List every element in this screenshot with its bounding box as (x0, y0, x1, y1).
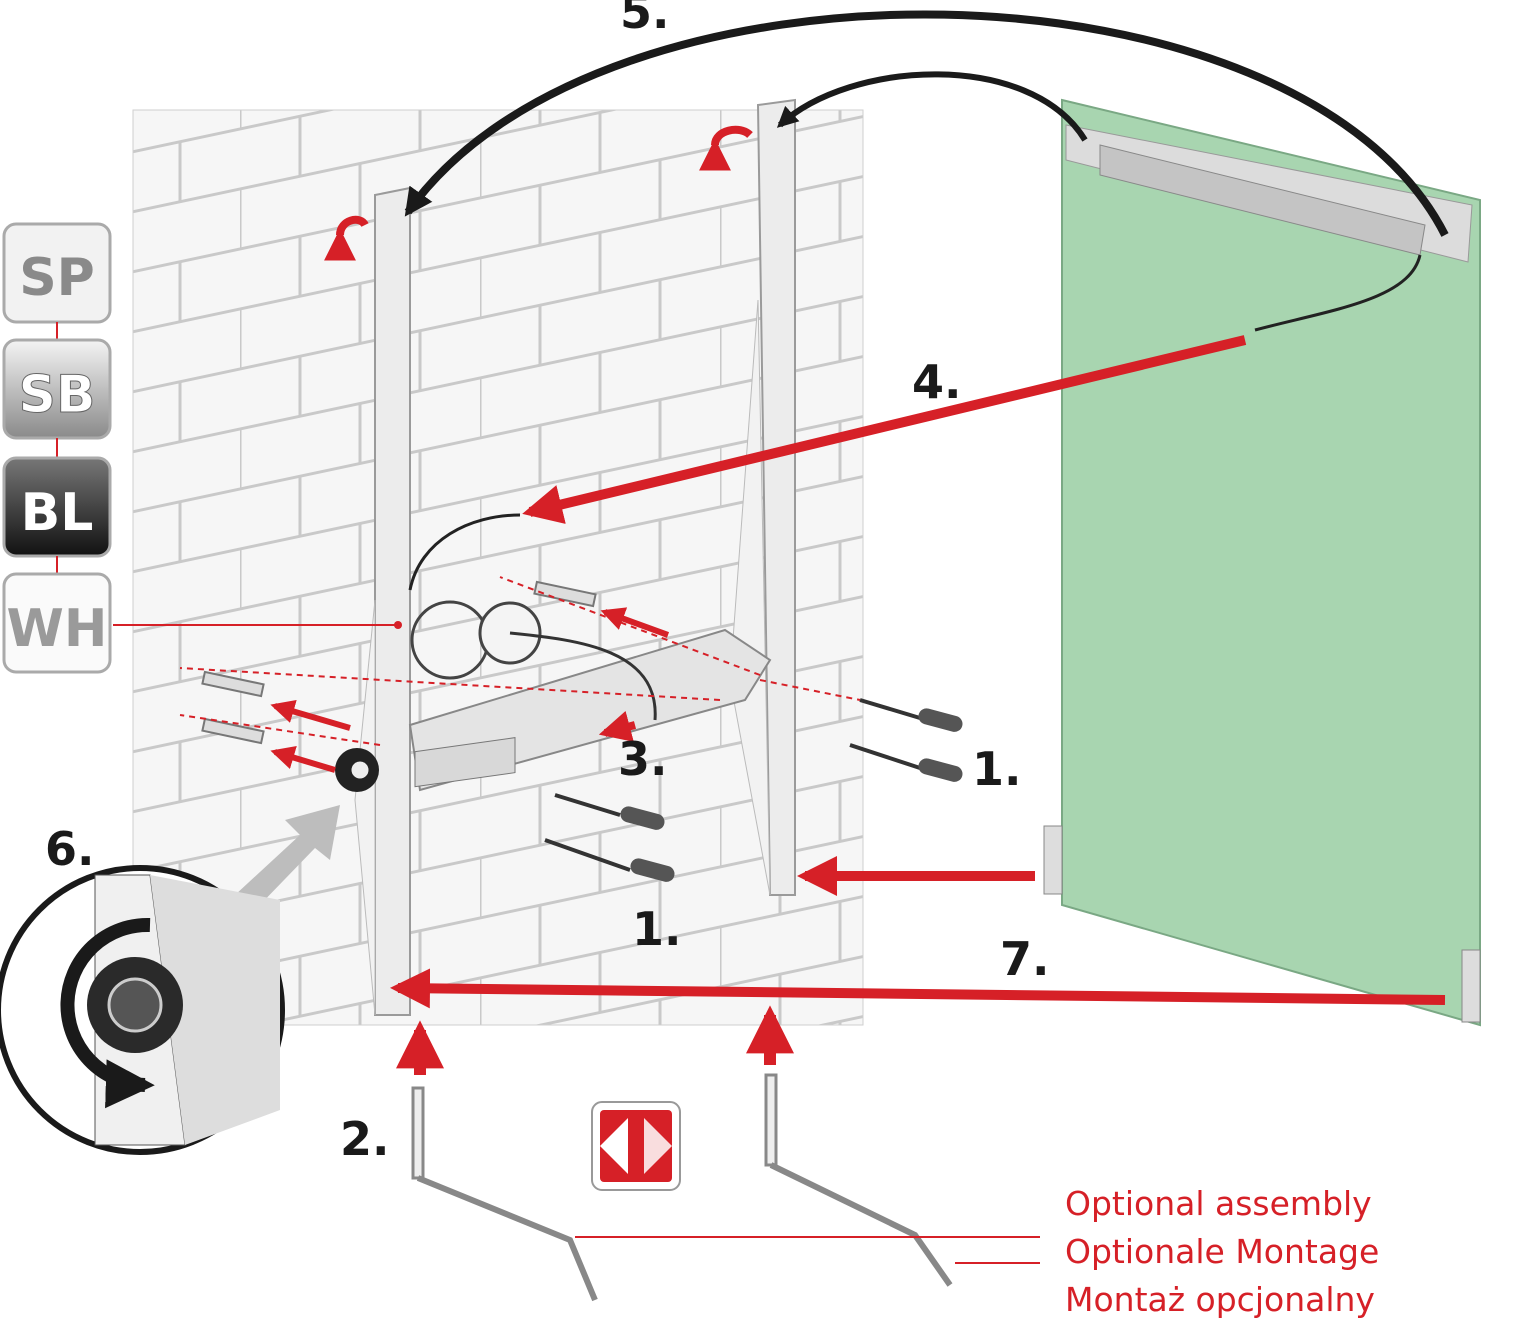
badge-sb[interactable]: SB (2, 338, 112, 440)
step-5-label: 5. (620, 0, 669, 39)
badge-bl[interactable]: BL (2, 456, 112, 558)
badge-label: BL (21, 483, 94, 543)
legend-english: Optional assembly (1065, 1184, 1372, 1223)
knob (335, 748, 379, 792)
green-panel (1043, 98, 1481, 1027)
badge-sp[interactable]: SP (2, 222, 112, 324)
screwdriver-icon (544, 698, 963, 882)
step-4-label: 4. (912, 355, 961, 409)
reversible-mounting-icon (591, 1101, 681, 1191)
left-rail (354, 186, 411, 1016)
step-1-label-bottom: 1. (632, 902, 681, 956)
legend-german: Optionale Montage (1065, 1232, 1379, 1271)
step-7-label: 7. (1000, 932, 1049, 986)
badge-label: WH (7, 599, 108, 659)
step-1-label-right: 1. (972, 742, 1021, 796)
step-3-label: 3. (618, 732, 667, 786)
badge-label: SB (18, 365, 95, 425)
badge-label: SP (19, 248, 95, 308)
red-arrows (113, 125, 1446, 1075)
grey-arrow (235, 805, 340, 910)
badge-wh[interactable]: WH (2, 572, 112, 674)
knob-rotate-icon (0, 865, 285, 1155)
black-arrows (404, 10, 1449, 237)
dowels (201, 580, 597, 745)
step-6-label: 6. (45, 822, 94, 876)
legend-polish: Montaż opcjonalny (1065, 1280, 1375, 1319)
optional-feet (411, 1073, 953, 1302)
right-rail (729, 98, 796, 896)
step-2-label: 2. (340, 1112, 389, 1166)
